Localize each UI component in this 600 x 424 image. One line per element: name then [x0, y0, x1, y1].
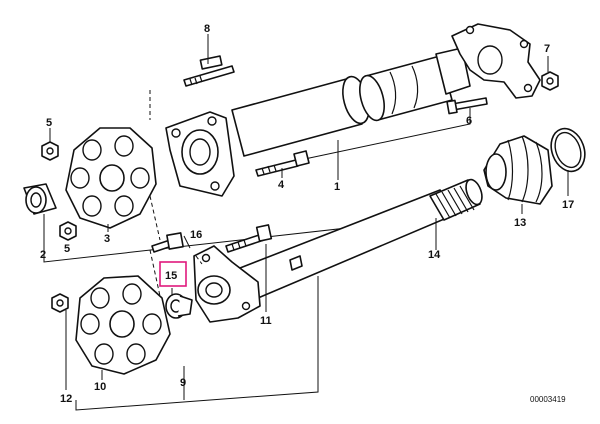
label-1: 1	[334, 181, 340, 193]
rear-yoke	[451, 23, 541, 99]
dashed-alignment-upper	[149, 90, 161, 241]
label-11: 11	[260, 315, 272, 327]
bolt-4	[255, 150, 310, 177]
nut-5-upper	[41, 141, 59, 161]
label-3: 3	[104, 233, 110, 245]
bolt-11	[225, 224, 273, 253]
label-9: 9	[180, 377, 186, 389]
bracket-upper	[43, 214, 437, 263]
nut-5-lower	[59, 221, 77, 241]
flex-disc-10	[75, 275, 171, 375]
nut-12	[51, 293, 69, 313]
label-8: 8	[204, 23, 210, 35]
centering-piece-15	[165, 293, 193, 319]
label-7: 7	[544, 43, 550, 55]
label-5b: 5	[64, 243, 70, 255]
flex-disc-3-bolts	[70, 135, 150, 217]
tube-flange	[165, 111, 235, 197]
centering-sleeve-2	[23, 183, 57, 215]
ring-17	[550, 127, 586, 173]
leader-6	[299, 108, 471, 161]
label-2: 2	[40, 249, 46, 261]
part-labels: 1 2 3 4 5 5 6 7 8 9 10 11 12 13 14 16 17…	[40, 23, 574, 405]
nut-7	[541, 71, 559, 91]
label-16: 16	[190, 229, 202, 241]
bolt-16	[151, 232, 184, 253]
label-4: 4	[278, 179, 285, 191]
label-5a: 5	[46, 117, 52, 129]
label-14: 14	[428, 249, 441, 261]
label-6: 6	[466, 115, 472, 127]
cover-13	[483, 135, 553, 205]
leader-16	[183, 235, 191, 249]
reference-code: 00003419	[530, 395, 566, 404]
front-shaft-14	[239, 178, 483, 299]
label-12: 12	[60, 393, 72, 405]
dashed-alignment-lower	[149, 249, 203, 297]
flex-disc-10-bolts	[80, 283, 162, 365]
lower-flange	[193, 245, 261, 323]
bolt-6	[446, 97, 488, 115]
label-17: 17	[562, 199, 574, 211]
highlighted-part-15[interactable]: 15	[159, 261, 187, 287]
shaft-tube-1	[231, 47, 471, 157]
highlight-box	[159, 261, 187, 287]
flex-disc-3	[65, 127, 157, 229]
bolt-8	[183, 55, 235, 87]
bracket-lower	[75, 276, 319, 411]
label-10: 10	[94, 381, 106, 393]
label-15: 15	[165, 270, 177, 282]
label-13: 13	[514, 217, 526, 229]
